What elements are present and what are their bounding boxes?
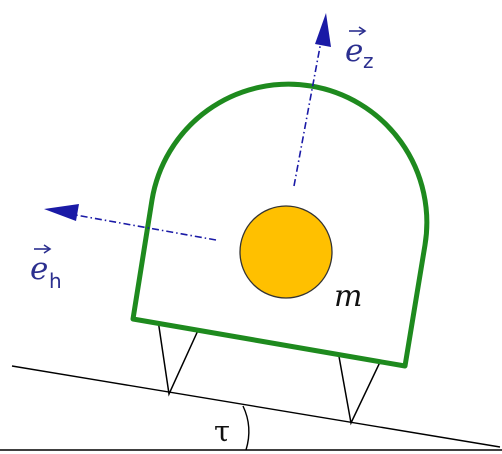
incline-angle-label: τ: [214, 414, 230, 448]
axis-z-label-subscript: z: [363, 49, 374, 73]
axis-h-label-base: e: [30, 251, 48, 287]
axis-z-vector-arrow-tip: [358, 26, 367, 36]
incline-angle-arc: [242, 405, 250, 451]
mass-label: m: [334, 279, 362, 314]
axis-z-label: e z: [345, 26, 374, 73]
axis-h-vector-arrow-tip: [43, 244, 52, 254]
axis-z-arrowhead: [315, 13, 331, 47]
axis-z-line: [293, 35, 323, 187]
axis-h-line: [69, 213, 217, 241]
axis-z-label-base: e: [345, 33, 363, 69]
inclined-plane-line: [11, 365, 501, 448]
axis-h-arrowhead: [44, 204, 79, 221]
axis-h-label: e h: [30, 244, 62, 293]
mass-circle: [239, 205, 333, 299]
axis-h-label-subscript: h: [49, 269, 62, 293]
